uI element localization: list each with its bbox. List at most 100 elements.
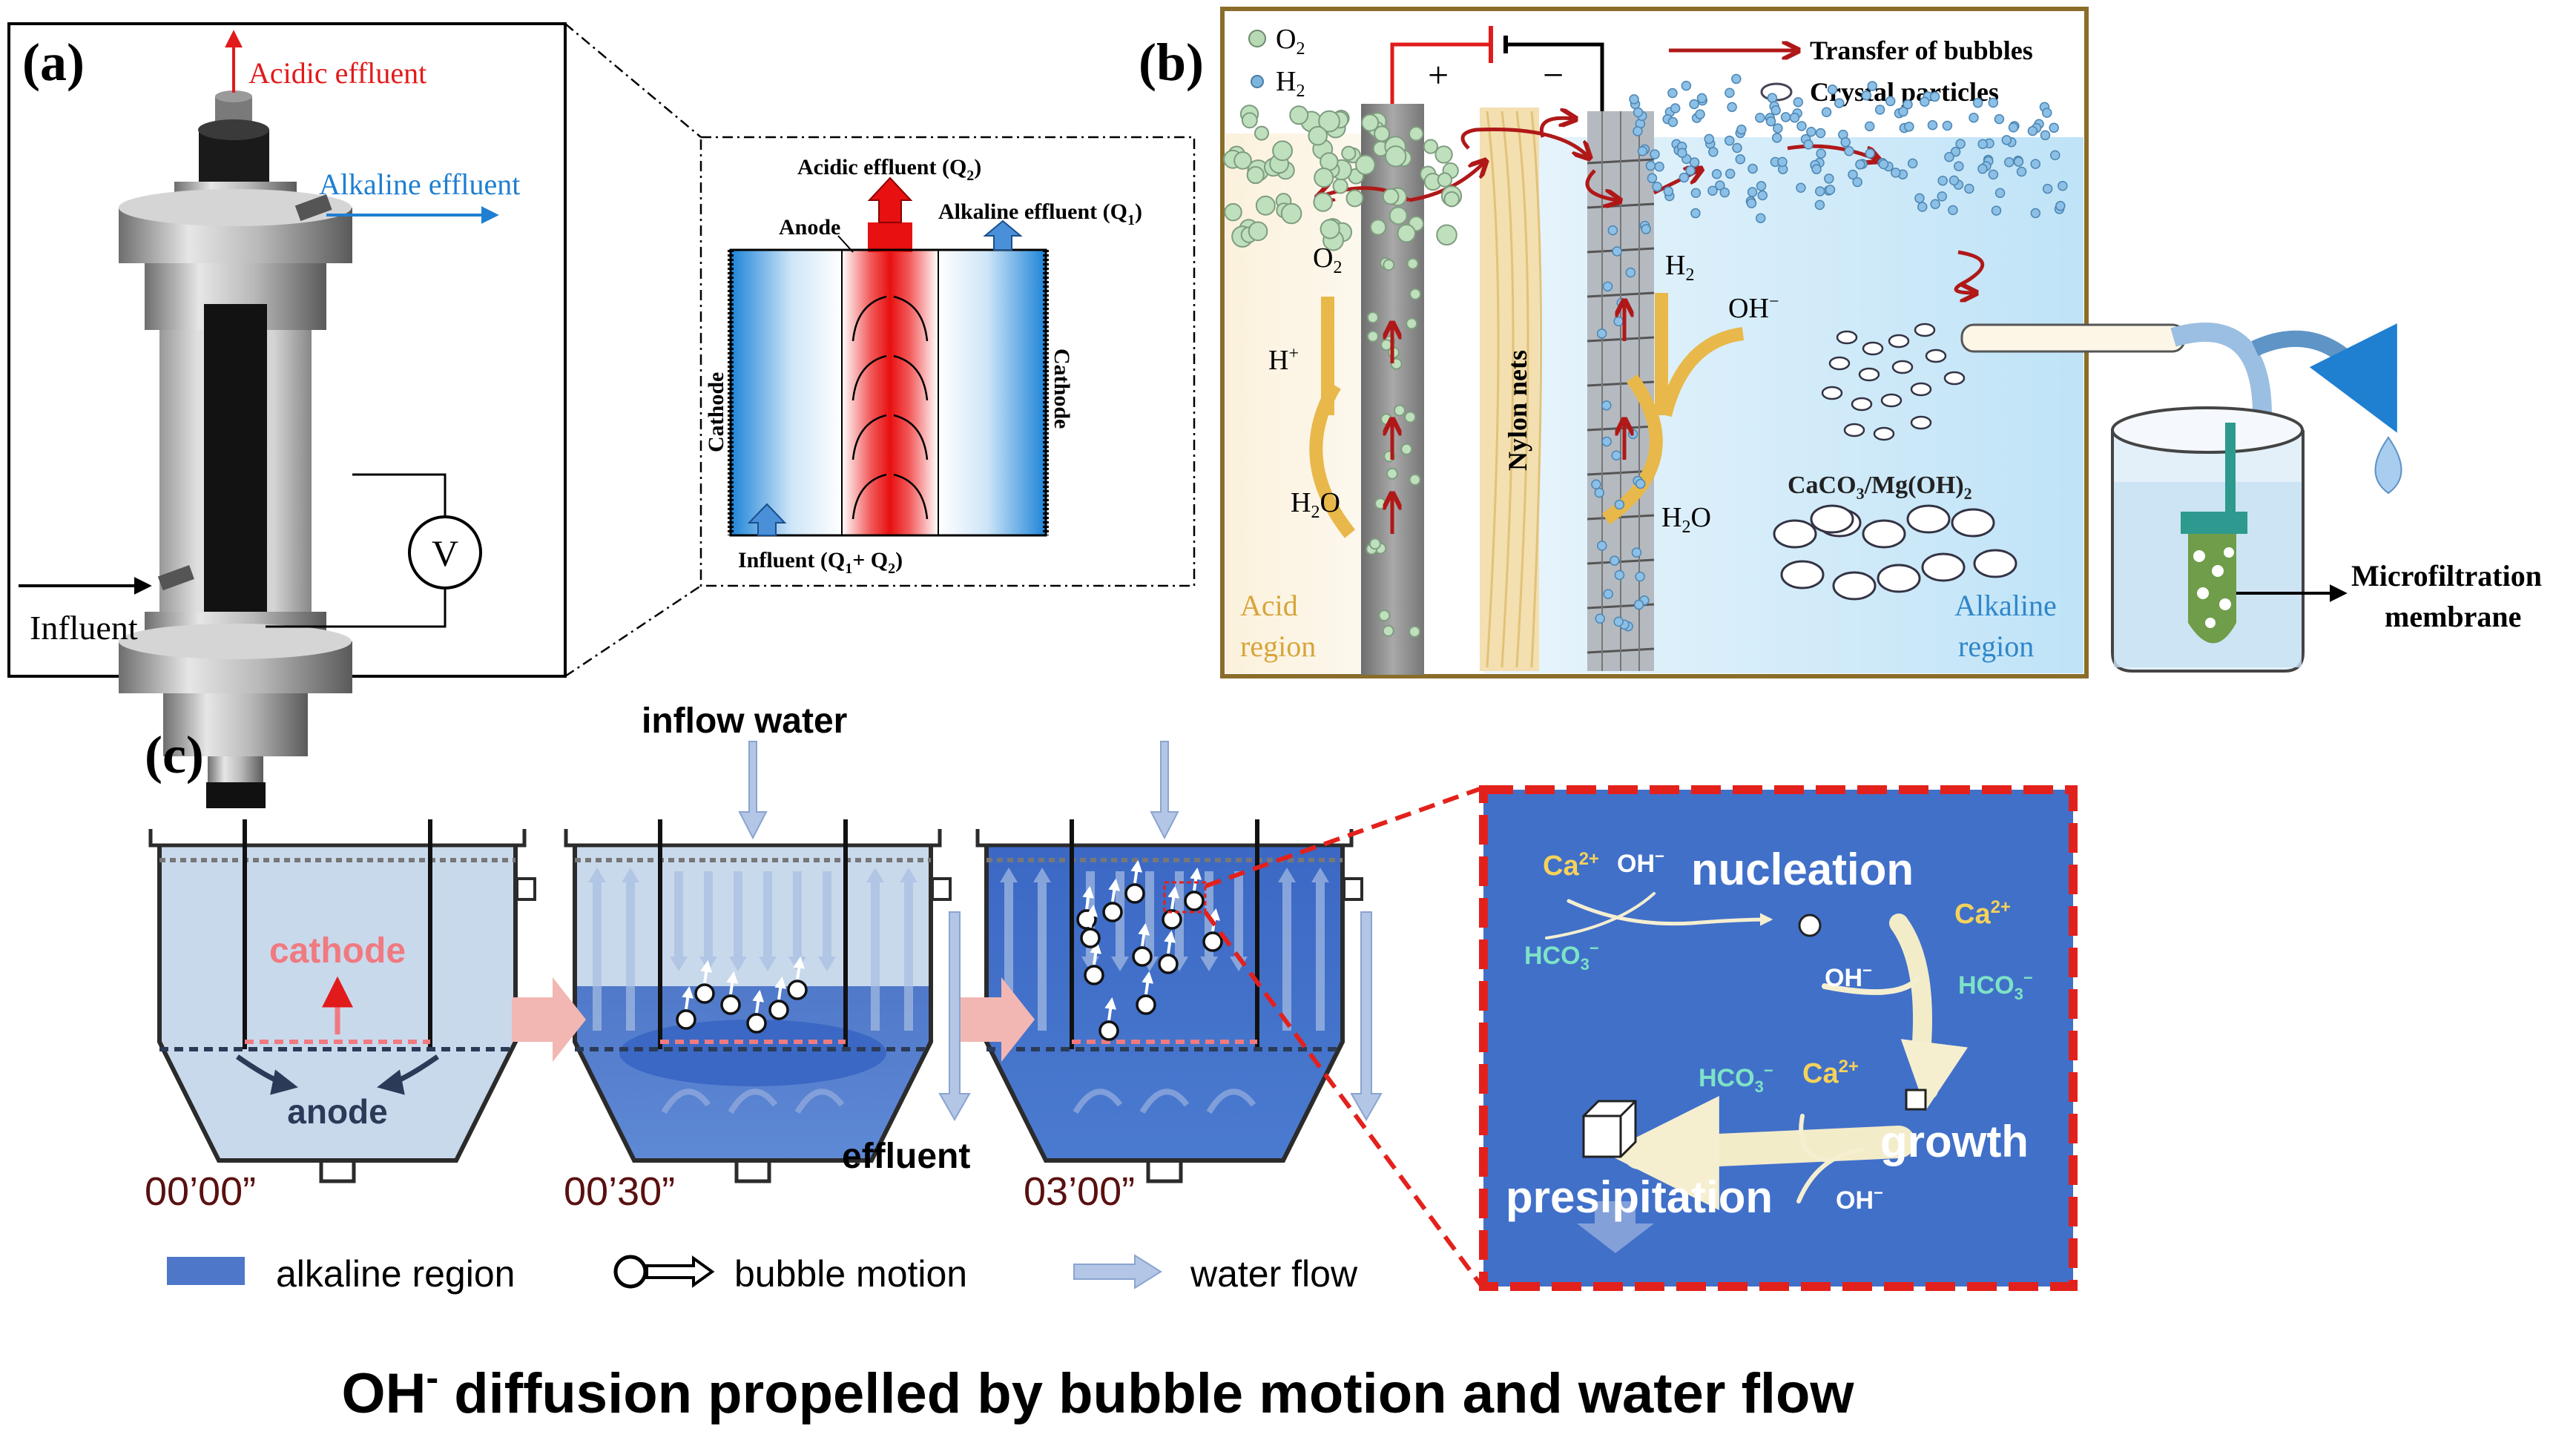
h2-bubble [1825, 185, 1836, 195]
h2-bubble [2027, 125, 2038, 136]
effluent-arrow [1350, 911, 1383, 1122]
h2-bubble [2042, 183, 2053, 194]
h2-bubble [1696, 93, 1707, 104]
zoom-ca-1: Ca2+ [1543, 849, 1599, 882]
acidic-effluent-label: Acidic effluent [248, 56, 426, 90]
crystal-particle [1943, 371, 1966, 386]
panel-c: (c) inflow water cathode anode effluent … [145, 701, 1484, 1295]
h2-bubble [1715, 180, 1725, 191]
h2-bubble [1724, 135, 1735, 146]
h2-bubble [1711, 169, 1722, 179]
o2-bubble [1393, 404, 1406, 417]
o2-bubble [1241, 112, 1258, 129]
time-label-1: 00’00” [145, 1169, 256, 1214]
h2-bubble [2049, 150, 2061, 161]
h2-bubble [1747, 187, 1758, 197]
h2-bubble [1811, 164, 1822, 174]
panel-b-label: (b) [1139, 33, 1204, 92]
h2-bubble [1903, 99, 1913, 110]
oh-label: OH− [1728, 292, 1779, 324]
h2-bubble [2001, 135, 2012, 145]
h2-bubble [1633, 599, 1644, 610]
bubble [1184, 891, 1205, 911]
o2-bubble [1386, 467, 1398, 480]
h2-bubble [1685, 165, 1696, 176]
nylon-nets-label: Nylon nets [1503, 350, 1532, 471]
cathode-region-right [938, 250, 1046, 535]
crystal-particle [1891, 360, 1914, 374]
crystal-particle [1888, 334, 1910, 349]
h2-bubble [1755, 213, 1766, 223]
h2-bubble [1954, 161, 1964, 171]
h2-bubble [1612, 246, 1622, 257]
o2-bubble [1437, 172, 1453, 188]
zoom-connector-top [564, 23, 702, 138]
o2-bubble [1367, 330, 1380, 343]
cathode-label: cathode [269, 931, 406, 971]
legend-h2-label: H2 [1276, 66, 1305, 101]
bubble [787, 980, 808, 1000]
h2-bubble [1949, 175, 1960, 186]
legend-o2-bubble [1248, 30, 1266, 47]
h-plus-label: H+ [1268, 344, 1299, 376]
h2-bubble [1704, 133, 1714, 145]
crystal-formula-label: CaCO3/Mg(OH)2 [1788, 472, 1972, 503]
detail-anode-label: Anode [779, 215, 840, 240]
h2-bubble [1594, 487, 1605, 498]
h2-bubble [1595, 613, 1605, 624]
o2-bubble [1320, 152, 1339, 171]
membrane-label-2: membrane [2385, 600, 2521, 633]
h2-bubble [1637, 146, 1648, 156]
o2-bubble [1320, 219, 1340, 240]
alkaline-region-label-1: Alkaline [1954, 589, 2057, 622]
h2-bubble [1631, 547, 1642, 558]
zoom-hco-1: HCO3− [1524, 939, 1599, 974]
h2-bubble [1815, 186, 1825, 196]
crystal-particle [1773, 519, 1817, 549]
crystal-particle [1832, 571, 1877, 601]
panel-a-label: (a) [22, 33, 85, 92]
panel-c-label: (c) [145, 725, 204, 785]
h2-bubble [1907, 158, 1918, 169]
effluent-arrow [938, 911, 971, 1122]
h2-bubble [1625, 267, 1636, 278]
h2-bubble [1690, 188, 1702, 198]
h2-bubble [1689, 99, 1699, 110]
h2-bubble [1747, 163, 1758, 174]
legend-water-arrow [1073, 1254, 1162, 1289]
h2-bubble [1874, 105, 1885, 115]
h2-bubble [2013, 156, 2024, 167]
h2-bubble [1773, 123, 1783, 133]
bubble [1124, 883, 1145, 904]
h2-label: H2 [1665, 250, 1694, 285]
h2-bubble [1972, 97, 1983, 108]
legend-o2-label: O2 [1276, 24, 1305, 59]
o2-bubble [1400, 443, 1413, 455]
alkaline-effluent-label: Alkaline effluent [319, 168, 520, 201]
h2-bubble [1765, 116, 1776, 127]
h2-bubble [1834, 98, 1845, 108]
power-wire-negative [1506, 42, 1604, 111]
crystal-particle [1973, 549, 2017, 578]
o2-bubble [1332, 178, 1348, 194]
power-wire-positive [1390, 42, 1491, 104]
h2-bubble [1806, 127, 1816, 137]
h2-bubble [1948, 205, 1958, 216]
detail-acidic-effluent: Acidic effluent (Q2) [797, 155, 981, 184]
growing-crystal [1905, 1089, 1927, 1111]
h2-bubble [1596, 328, 1607, 339]
zoom-presipitation: presipitation [1506, 1172, 1773, 1222]
o2-bubble [1434, 145, 1453, 164]
o2-bubble [1378, 610, 1391, 622]
zoom-oh-2: OH− [1825, 961, 1872, 992]
h2-bubble [1793, 97, 1804, 108]
gas-bubbles [1223, 73, 2068, 638]
h2-bubble [1614, 569, 1625, 581]
legend-alkaline-swatch [167, 1257, 245, 1285]
h2-bubble [1771, 133, 1782, 143]
h2-bubble [2055, 200, 2066, 211]
h2-bubble [1681, 80, 1692, 91]
h2-bubble [1977, 139, 1988, 150]
h2-bubble [1937, 175, 1948, 186]
o2-bubble [1380, 413, 1393, 426]
